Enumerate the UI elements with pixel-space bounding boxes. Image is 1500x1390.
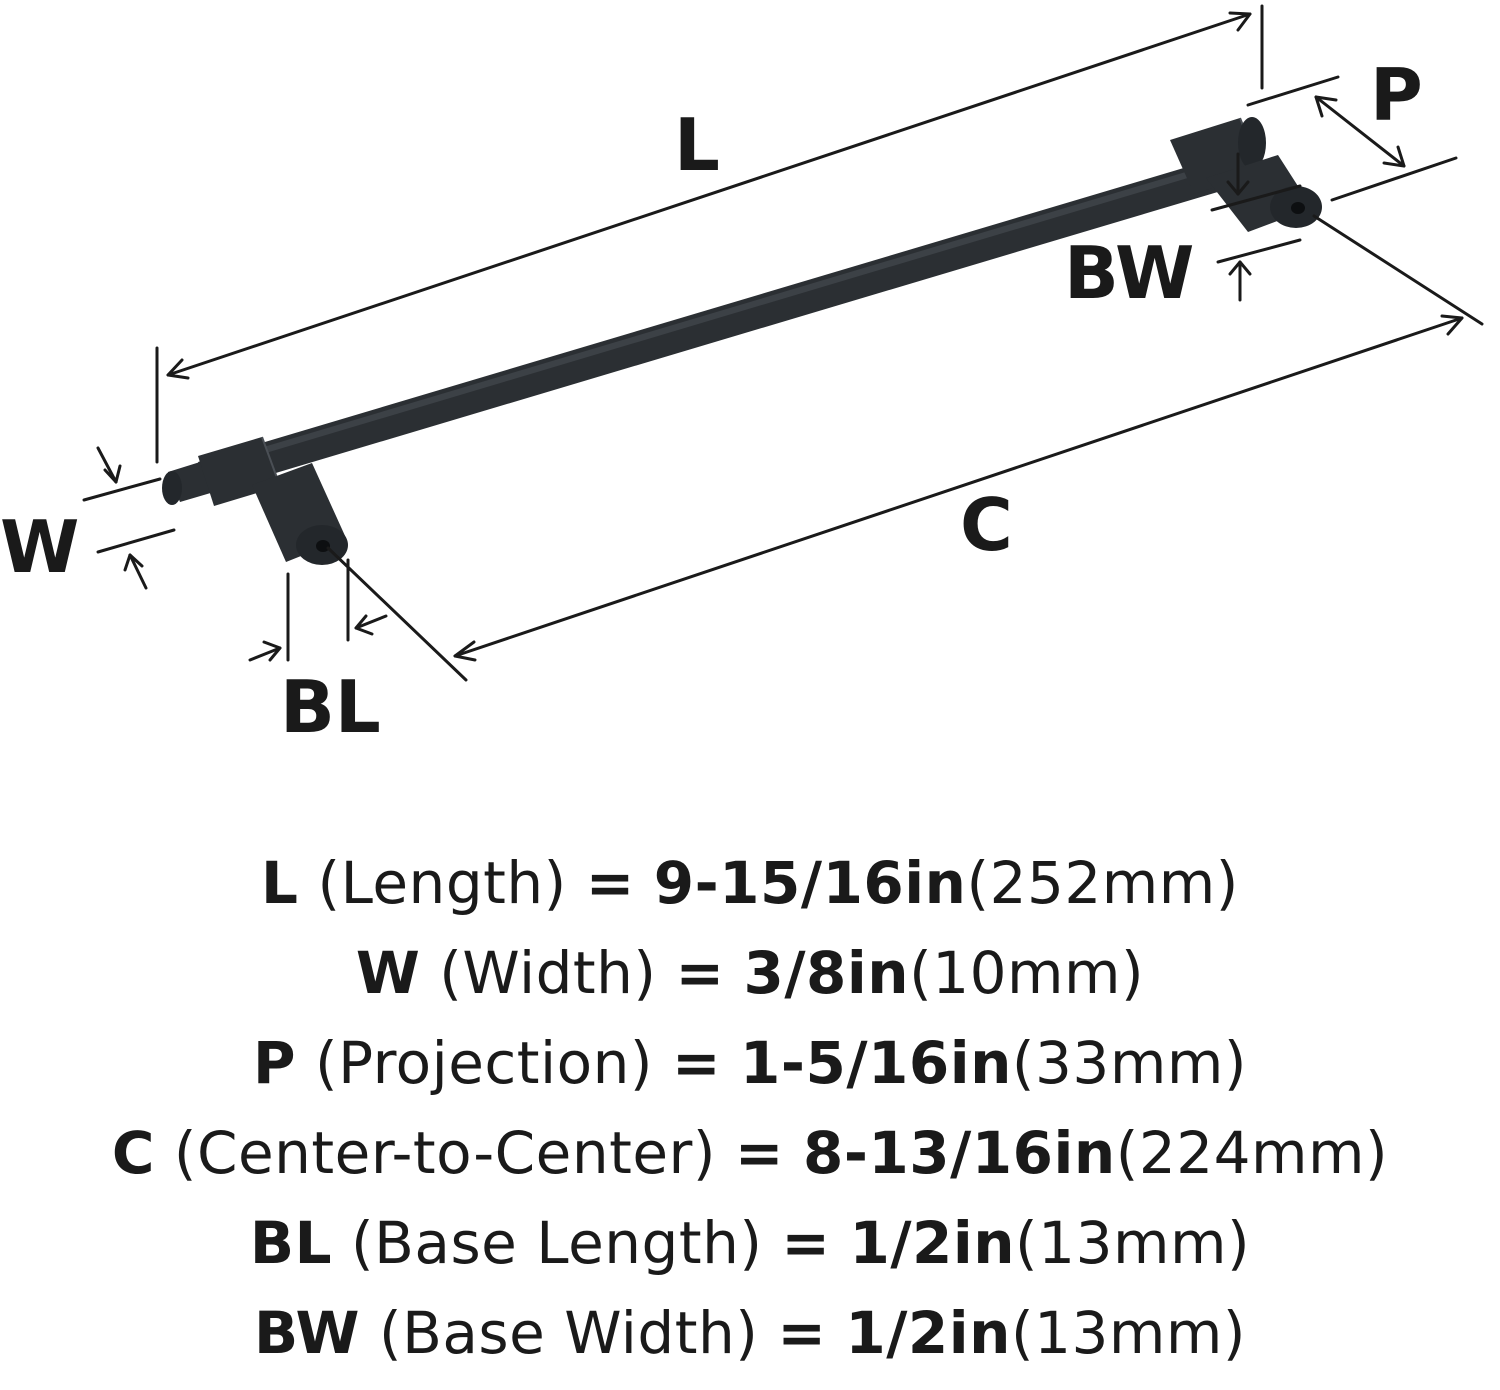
spec-name: (Width) (439, 939, 657, 1007)
dimension-lines (82, 4, 1484, 682)
spec-metric: (252mm) (966, 849, 1239, 917)
base-length-arrow-right-shaft (354, 614, 388, 630)
spec-key: C (111, 1119, 155, 1187)
spec-key: BW (253, 1299, 360, 1367)
spec-name: (Base Width) (378, 1299, 759, 1367)
right-post-hole (1291, 202, 1305, 214)
spec-imperial: 8-13/16in (802, 1119, 1116, 1187)
base-length-arrow-right (354, 614, 374, 636)
base-length-arrow-left (262, 640, 282, 662)
projection-dimension-line (1314, 95, 1406, 168)
base-length-arrow-left-shaft (248, 646, 282, 662)
spec-key: BL (249, 1209, 333, 1277)
label-width: W (0, 505, 79, 589)
projection-arrow-bottom (1382, 145, 1406, 168)
spec-imperial: 1/2in (849, 1209, 1016, 1277)
spec-equals: = (734, 1119, 785, 1187)
spec-key: W (355, 939, 421, 1007)
length-arrow-left (166, 358, 190, 380)
label-base-length: BL (280, 665, 381, 749)
spec-metric: (10mm) (909, 939, 1145, 1007)
spec-equals: = (777, 1299, 827, 1367)
projection-arrow-top (1314, 95, 1338, 118)
spec-name: (Base Length) (351, 1209, 763, 1277)
length-dimension-line (166, 12, 1252, 377)
width-arrow-top (103, 464, 122, 484)
spec-imperial: 9-15/16in (653, 849, 967, 917)
spec-name: (Center-to-Center) (173, 1119, 716, 1187)
center-dimension-line (453, 316, 1464, 658)
spec-line-length: L (Length) = 9-15/16in(252mm) (0, 838, 1500, 928)
base-width-arrow-bottom (1228, 260, 1252, 276)
base-width-extension-top (1210, 184, 1302, 212)
center-extension-right (1312, 214, 1484, 326)
spec-metric: (13mm) (1015, 1209, 1251, 1277)
center-extension-left (326, 546, 468, 682)
label-center-to-center: C (960, 483, 1013, 567)
center-arrow-left (453, 640, 477, 662)
width-arrow-bottom (123, 553, 144, 572)
spec-name: (Projection) (314, 1029, 654, 1097)
spec-line-width: W (Width) = 3/8in(10mm) (0, 928, 1500, 1018)
spec-line-projection: P (Projection) = 1-5/16in(33mm) (0, 1018, 1500, 1108)
dimension-labels: L P BW C W BL (0, 53, 1423, 749)
label-base-width: BW (1064, 231, 1194, 315)
spec-equals: = (675, 939, 725, 1007)
spec-metric: (13mm) (1010, 1299, 1246, 1367)
base-width-extension-bottom (1216, 238, 1302, 264)
left-end-cap-face (162, 471, 182, 505)
right-end-cap-face (1238, 117, 1266, 169)
spec-equals: = (781, 1209, 831, 1277)
spec-imperial: 3/8in (743, 939, 910, 1007)
width-arrow-bottom-shaft (128, 553, 148, 590)
label-length: L (674, 103, 720, 187)
dimension-spec-list: L (Length) = 9-15/16in(252mm) W (Width) … (0, 838, 1500, 1378)
spec-line-center-to-center: C (Center-to-Center) = 8-13/16in(224mm) (0, 1108, 1500, 1198)
center-arrow-right (1440, 314, 1464, 336)
width-arrow-top-shaft (96, 446, 118, 484)
spec-metric: (224mm) (1115, 1119, 1389, 1187)
label-projection: P (1370, 53, 1423, 137)
handle-bar-highlight (200, 154, 1248, 472)
projection-extension-top (1246, 75, 1340, 107)
spec-metric: (33mm) (1011, 1029, 1247, 1097)
spec-line-base-length: BL (Base Length) = 1/2in(13mm) (0, 1198, 1500, 1288)
spec-key: L (261, 849, 299, 917)
spec-imperial: 1-5/16in (740, 1029, 1012, 1097)
width-extension-bottom (96, 528, 176, 554)
spec-imperial: 1/2in (845, 1299, 1011, 1367)
spec-line-base-width: BW (Base Width) = 1/2in(13mm) (0, 1288, 1500, 1378)
length-arrow-right (1228, 11, 1252, 32)
base-width-arrow-top (1226, 180, 1250, 196)
spec-equals: = (671, 1029, 722, 1097)
handle-dimension-diagram: L P BW C W BL (0, 4, 1484, 749)
left-post-hole (316, 540, 330, 552)
projection-extension-bottom (1330, 156, 1458, 202)
spec-name: (Length) (317, 849, 567, 917)
spec-equals: = (585, 849, 635, 917)
width-extension-top (82, 477, 162, 502)
spec-key: P (253, 1029, 297, 1097)
